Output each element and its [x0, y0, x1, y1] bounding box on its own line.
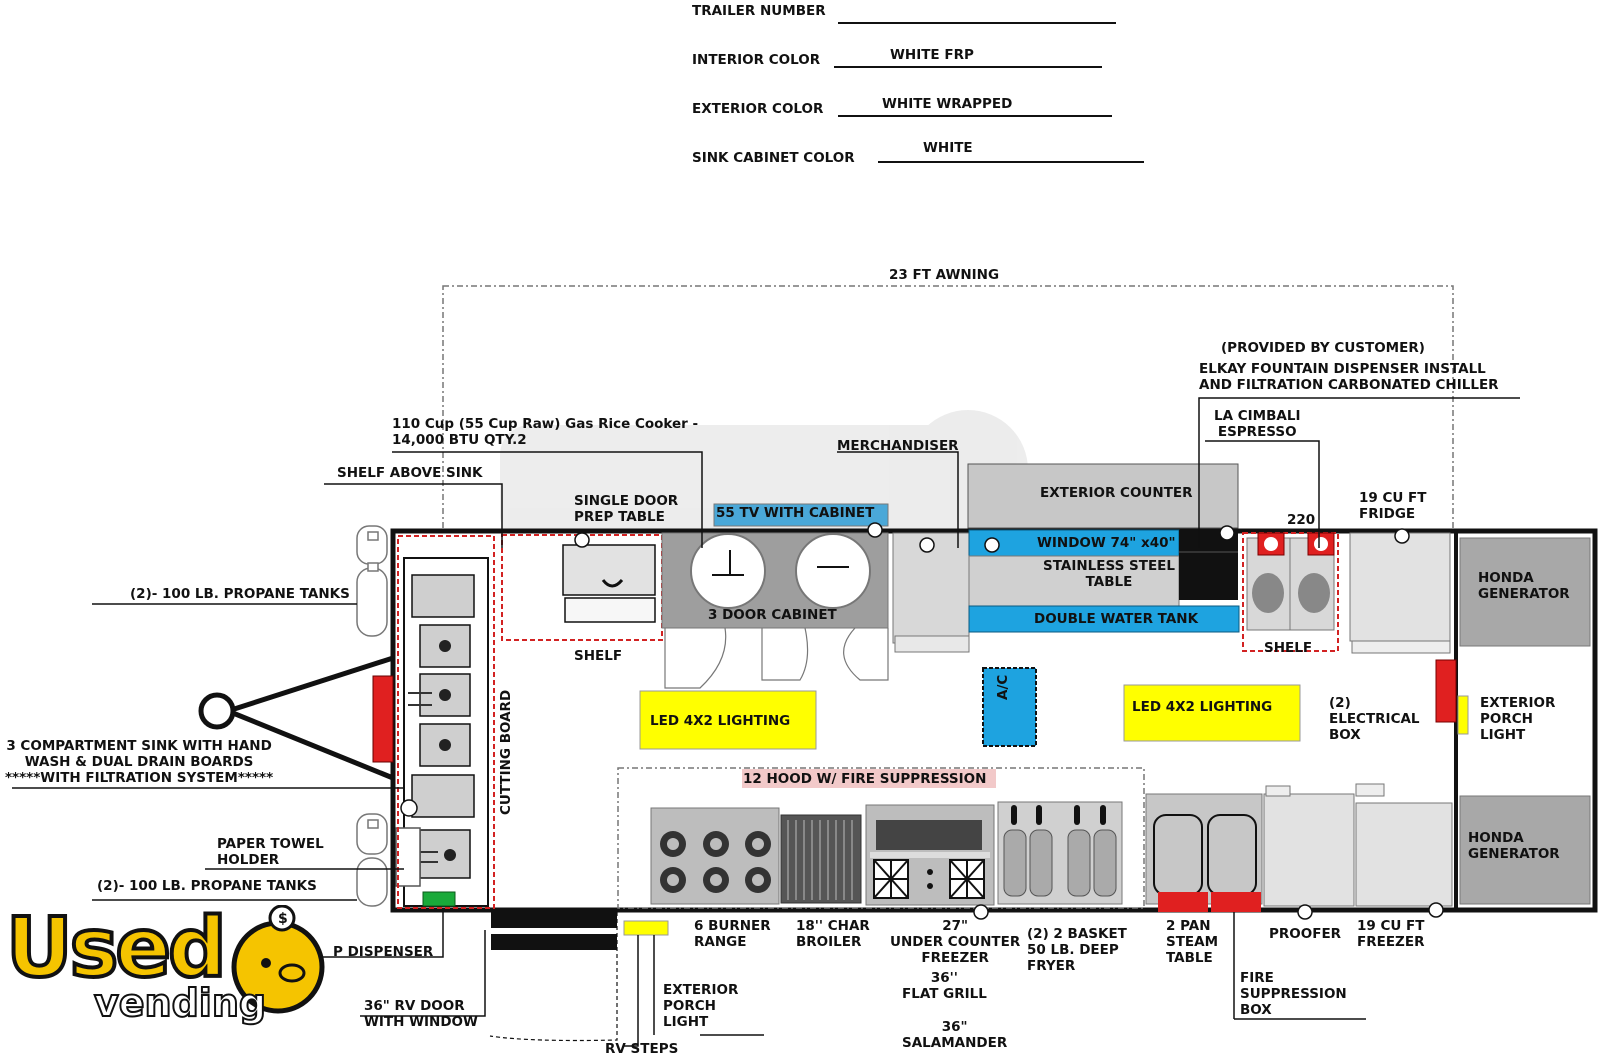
propane-tanks-bottom-label: (2)- 100 LB. PROPANE TANKS: [97, 878, 317, 894]
cutting-board-label: CUTTING BOARD: [498, 689, 514, 815]
tv-with-cabinet-label: 55 TV WITH CABINET: [716, 505, 875, 521]
char-broiler-label: 18'' CHAR BROILER: [796, 918, 870, 950]
fire-suppression-box-label: FIRE SUPPRESSION BOX: [1240, 970, 1347, 1018]
espresso-label: LA CIMBALI ESPRESSO: [1214, 408, 1301, 440]
stainless-steel-table-label: STAINLESS STEEL TABLE: [1043, 558, 1175, 590]
sink-cabinet-color-value: WHITE: [923, 140, 973, 156]
exterior-porch-light-bottom: [623, 920, 669, 936]
espresso-shelf-outline: [1242, 532, 1339, 652]
exterior-porch-light-right: [1457, 695, 1469, 735]
led-lighting-right-label: LED 4X2 LIGHTING: [1132, 699, 1273, 715]
hood-label-bg: [742, 769, 996, 788]
exterior-counter: [967, 463, 1239, 529]
electrical-box: [1435, 659, 1457, 723]
exterior-color-line: [838, 115, 1112, 117]
rv-door-swing: [489, 912, 618, 1042]
flat-grill-and-freezer: [865, 804, 995, 906]
electrical-box-label: (2) ELECTRICAL BOX: [1329, 695, 1420, 743]
single-door-prep-table: [562, 544, 656, 623]
rv-steps-bottom: [491, 934, 617, 950]
shelf-above-sink-label: SHELF ABOVE SINK: [337, 465, 483, 481]
deep-fryer-label: (2) 2 BASKET 50 LB. DEEP FRYER: [1027, 926, 1127, 974]
stainless-steel-table: [968, 555, 1180, 607]
single-door-prep-table-label: SINGLE DOOR PREP TABLE: [574, 493, 679, 525]
three-compartment-sink: [395, 557, 489, 907]
trailer-number-label: TRAILER NUMBER: [692, 3, 826, 19]
ac-unit: [982, 667, 1037, 747]
steam-table-label: 2 PAN STEAM TABLE: [1166, 918, 1219, 966]
rv-steps-top: [491, 912, 617, 928]
logo-vending-text: vending: [93, 980, 267, 1026]
under-counter-freezer-label: 27" UNDER COUNTER FREEZER: [890, 918, 1021, 966]
trailer-number-line: [838, 22, 1116, 24]
coin-icon: [268, 905, 296, 932]
steam-table: [1145, 793, 1263, 912]
char-broiler: [780, 814, 862, 904]
paper-towel-holder-label: PAPER TOWEL HOLDER: [217, 836, 324, 868]
provided-by-customer-label: (PROVIDED BY CUSTOMER): [1221, 340, 1425, 356]
leader-lines: [12, 397, 1520, 1047]
led-lighting-right: [1123, 684, 1301, 742]
outlets: [574, 522, 1444, 920]
hood-label: 12 HOOD W/ FIRE SUPPRESSION: [743, 771, 987, 787]
led-lighting-left: [639, 690, 817, 750]
espresso-machine: [1246, 532, 1335, 631]
honda-generator-bottom-label: HONDA GENERATOR: [1468, 830, 1560, 862]
exterior-porch-light-bottom-label: EXTERIOR PORCH LIGHT: [663, 982, 739, 1030]
rice-cooker-label: 110 Cup (55 Cup Raw) Gas Rice Cooker - 1…: [392, 416, 699, 448]
merchandiser-label: MERCHANDISER: [837, 438, 959, 454]
propane-tanks-top: [356, 525, 388, 637]
exterior-color-value: WHITE WRAPPED: [882, 96, 1013, 112]
v220-label: 220: [1287, 512, 1316, 528]
flat-grill-label: 36'' FLAT GRILL: [902, 970, 987, 1002]
cutting-board-outline: [397, 535, 495, 909]
shelf-left-label: SHELF: [574, 648, 623, 664]
salamander-label: 36" SALAMANDER: [902, 1019, 1008, 1051]
exterior-porch-light-right-label: EXTERIOR PORCH LIGHT: [1480, 695, 1556, 743]
sink-cabinet-color-label: SINK CABINET COLOR: [692, 150, 855, 166]
honda-generator-top: [1459, 537, 1591, 647]
awning-label: 23 FT AWNING: [889, 267, 1000, 283]
ac-label: A/C: [995, 674, 1011, 700]
interior-color-label: INTERIOR COLOR: [692, 52, 821, 68]
fountain-dispenser: [1179, 530, 1238, 600]
three-door-cabinet-label: 3 DOOR CABINET: [708, 607, 837, 623]
freezer-19-cu-ft: [1355, 802, 1453, 907]
rv-steps-label: RV STEPS: [605, 1041, 679, 1057]
soap-dispenser-label: P DISPENSER: [333, 944, 434, 960]
three-door-cabinet: [661, 532, 889, 689]
shelf-right-label: SHELF: [1264, 640, 1313, 656]
fridge-label: 19 CU FT FRIDGE: [1359, 490, 1427, 522]
hood-outline: [617, 767, 1145, 909]
double-water-tank-label: DOUBLE WATER TANK: [1034, 611, 1199, 627]
window-label: WINDOW 74" x40": [1037, 535, 1176, 551]
honda-generator-top-label: HONDA GENERATOR: [1478, 570, 1570, 602]
used-vending-logo: $ Used vending: [4, 901, 336, 1055]
proofer: [1263, 793, 1355, 907]
fridge-19-cu-ft: [1349, 532, 1451, 654]
exterior-counter-label: EXTERIOR COUNTER: [1040, 485, 1193, 501]
interior-color-value: WHITE FRP: [890, 47, 974, 63]
proofer-label: PROOFER: [1269, 926, 1342, 942]
elkay-fountain-label: ELKAY FOUNTAIN DISPENSER INSTALL AND FIL…: [1199, 361, 1499, 393]
trailer-hitch: [198, 655, 394, 781]
freezer-label: 19 CU FT FREEZER: [1357, 918, 1425, 950]
double-water-tank: [968, 605, 1240, 633]
led-lighting-left-label: LED 4X2 LIGHTING: [650, 713, 791, 729]
honda-generator-bottom: [1459, 795, 1591, 905]
deep-fryer: [997, 801, 1123, 905]
sink-cabinet-color-line: [878, 161, 1144, 163]
tv-with-cabinet: [713, 503, 889, 527]
svg-text:$: $: [278, 911, 288, 927]
propane-tanks-bottom: [356, 813, 388, 907]
propane-tanks-top-label: (2)- 100 LB. PROPANE TANKS: [130, 586, 350, 602]
six-burner-range: [650, 807, 780, 905]
three-compartment-sink-label: 3 COMPARTMENT SINK WITH HAND WASH & DUAL…: [5, 738, 274, 786]
exterior-color-label: EXTERIOR COLOR: [692, 101, 824, 117]
range-label: 6 BURNER RANGE: [694, 918, 771, 950]
rv-door-label: 36" RV DOOR WITH WINDOW: [364, 998, 478, 1030]
interior-color-line: [834, 66, 1102, 68]
logo-used-text: Used: [4, 901, 229, 996]
